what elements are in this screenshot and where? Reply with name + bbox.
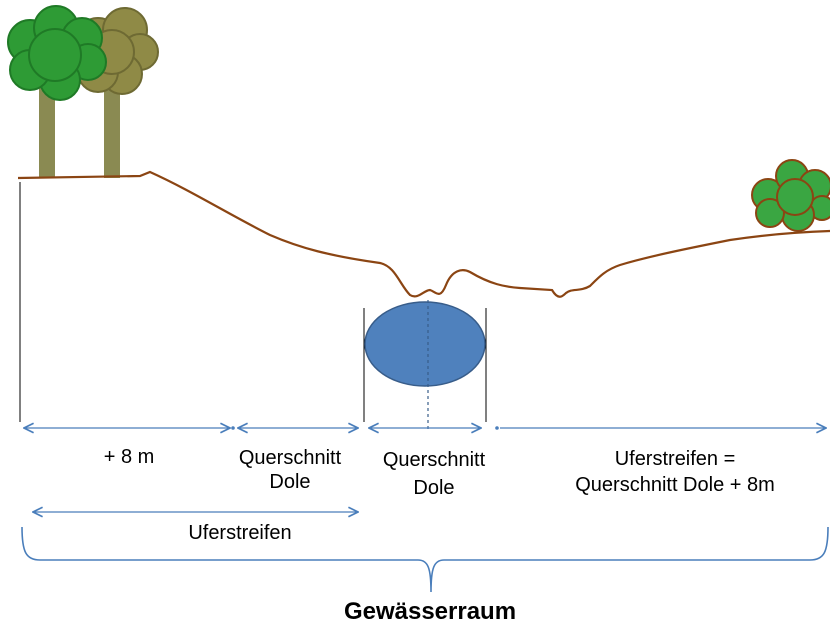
label-line: Dole: [269, 471, 311, 493]
dimension-dot: [495, 426, 499, 430]
label-uferstreifen-right: Uferstreifen = Querschnitt Dole + 8m: [540, 446, 810, 498]
terrain-line: [17, 170, 830, 298]
tree-green-icon: [7, 5, 107, 178]
label-line: Dole: [413, 477, 455, 499]
label-line: Uferstreifen =: [614, 448, 736, 470]
label-plus-8m: + 8 m: [103, 446, 155, 468]
label-querschnitt-dole-center: Querschnitt Dole: [364, 446, 504, 502]
label-line: Querschnitt: [382, 449, 486, 471]
label-uferstreifen-bottom: Uferstreifen: [188, 522, 292, 544]
gewaesserraum-brace: [21, 526, 829, 593]
dimension-dot: [231, 426, 235, 430]
label-line: Querschnitt Dole + 8m: [575, 474, 775, 496]
dole-pipe-ellipse: [364, 301, 486, 387]
label-line: Querschnitt: [238, 447, 342, 469]
label-querschnitt-dole-left: Querschnitt Dole: [220, 446, 360, 494]
bush-icon: [751, 159, 830, 232]
label-gewaesserraum: Gewässerraum: [343, 598, 517, 625]
